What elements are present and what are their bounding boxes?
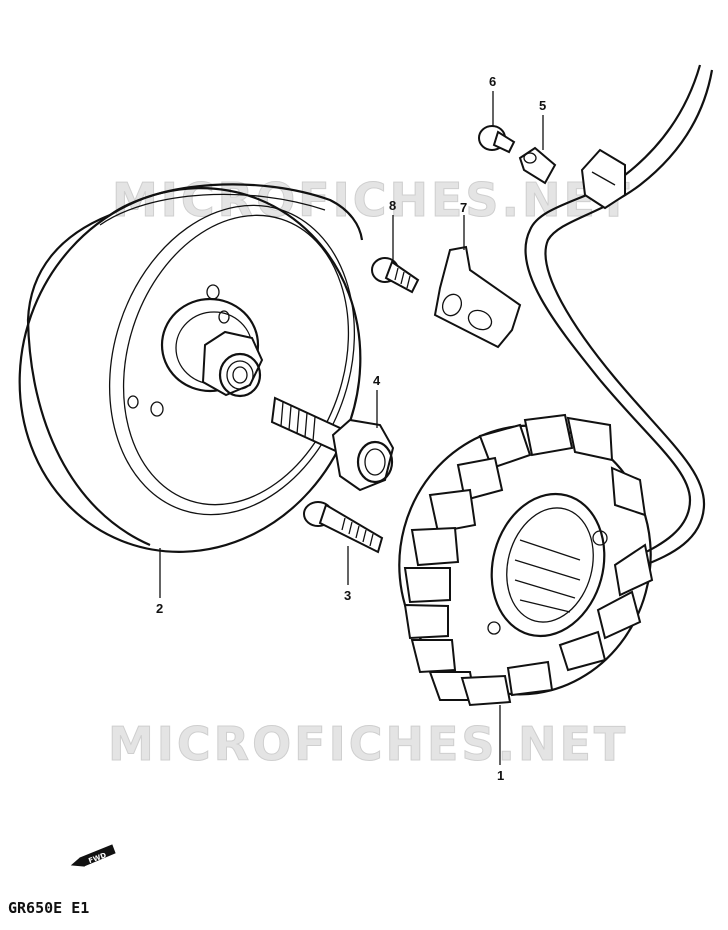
callout-2: 2	[156, 601, 163, 616]
screw-part	[303, 501, 384, 554]
watermark-bottom: MICROFICHES.NET	[108, 717, 628, 771]
callout-6: 6	[489, 74, 496, 89]
lead-wire-clamp-part	[433, 245, 522, 349]
watermark-top: MICROFICHES.NET	[112, 173, 632, 227]
rotor-bolt-part	[270, 396, 395, 492]
forward-direction-badge: FWD	[70, 844, 116, 867]
wire-harness	[524, 64, 714, 567]
clamp-screw-part	[478, 125, 516, 154]
model-code-label: GR650E E1	[8, 899, 89, 917]
callout-8: 8	[389, 198, 396, 213]
small-bolt-part	[371, 257, 420, 294]
callout-1: 1	[497, 768, 504, 783]
rotor-part	[18, 183, 364, 553]
stator-part	[398, 413, 654, 707]
leader-lines	[159, 91, 544, 765]
grommet-part	[518, 146, 557, 185]
callout-4: 4	[373, 373, 381, 388]
callout-3: 3	[344, 588, 351, 603]
callout-5: 5	[539, 98, 546, 113]
callout-7: 7	[460, 200, 467, 215]
